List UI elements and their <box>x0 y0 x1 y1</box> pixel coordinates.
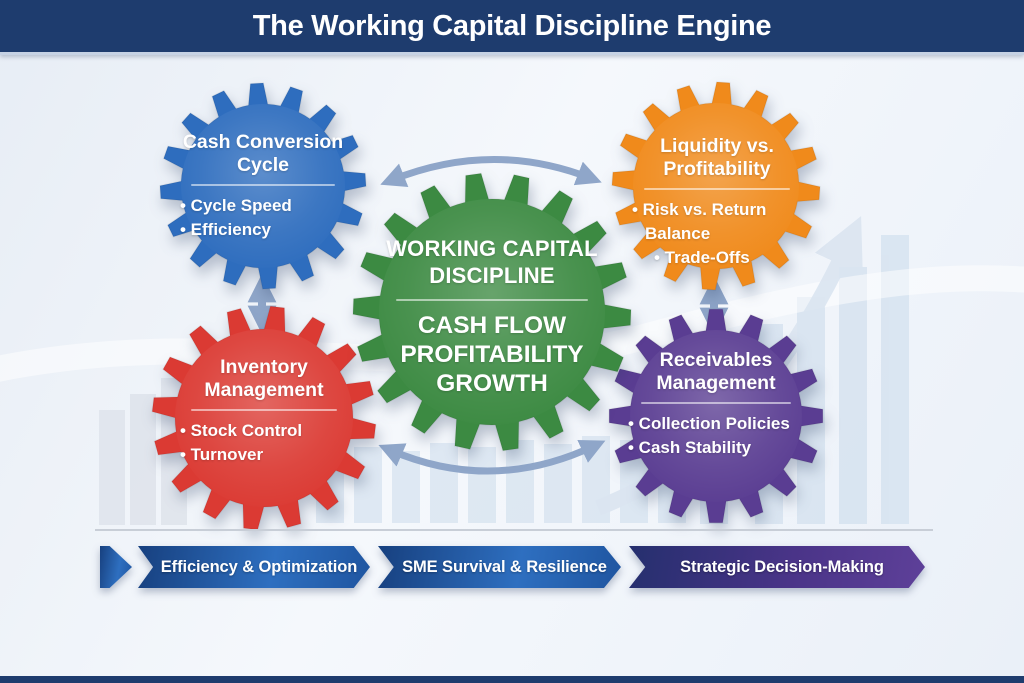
bottom-exchange-arrow-icon <box>378 439 606 475</box>
footer-bar <box>0 676 1024 683</box>
page-title: The Working Capital Discipline Engine <box>252 9 772 42</box>
banner-label: Efficiency & Optimization <box>160 557 358 576</box>
header-bar: The Working Capital Discipline Engine <box>0 0 1024 55</box>
top-exchange-arrow-icon <box>380 156 602 188</box>
section-divider <box>95 529 933 531</box>
banner-label: Strategic Decision-Making <box>680 557 884 576</box>
process-banner-row: Efficiency & Optimization SME Survival &… <box>0 546 1024 588</box>
banner-label: SME Survival & Resilience <box>402 557 607 576</box>
gear-layer <box>151 81 824 531</box>
banner-start-chevron-icon <box>100 546 132 588</box>
banner-strategic-decision-making: Strategic Decision-Making <box>629 546 925 588</box>
banner-efficiency-optimization: Efficiency & Optimization <box>138 546 370 588</box>
banner-sme-survival-resilience: SME Survival & Resilience <box>378 546 621 588</box>
